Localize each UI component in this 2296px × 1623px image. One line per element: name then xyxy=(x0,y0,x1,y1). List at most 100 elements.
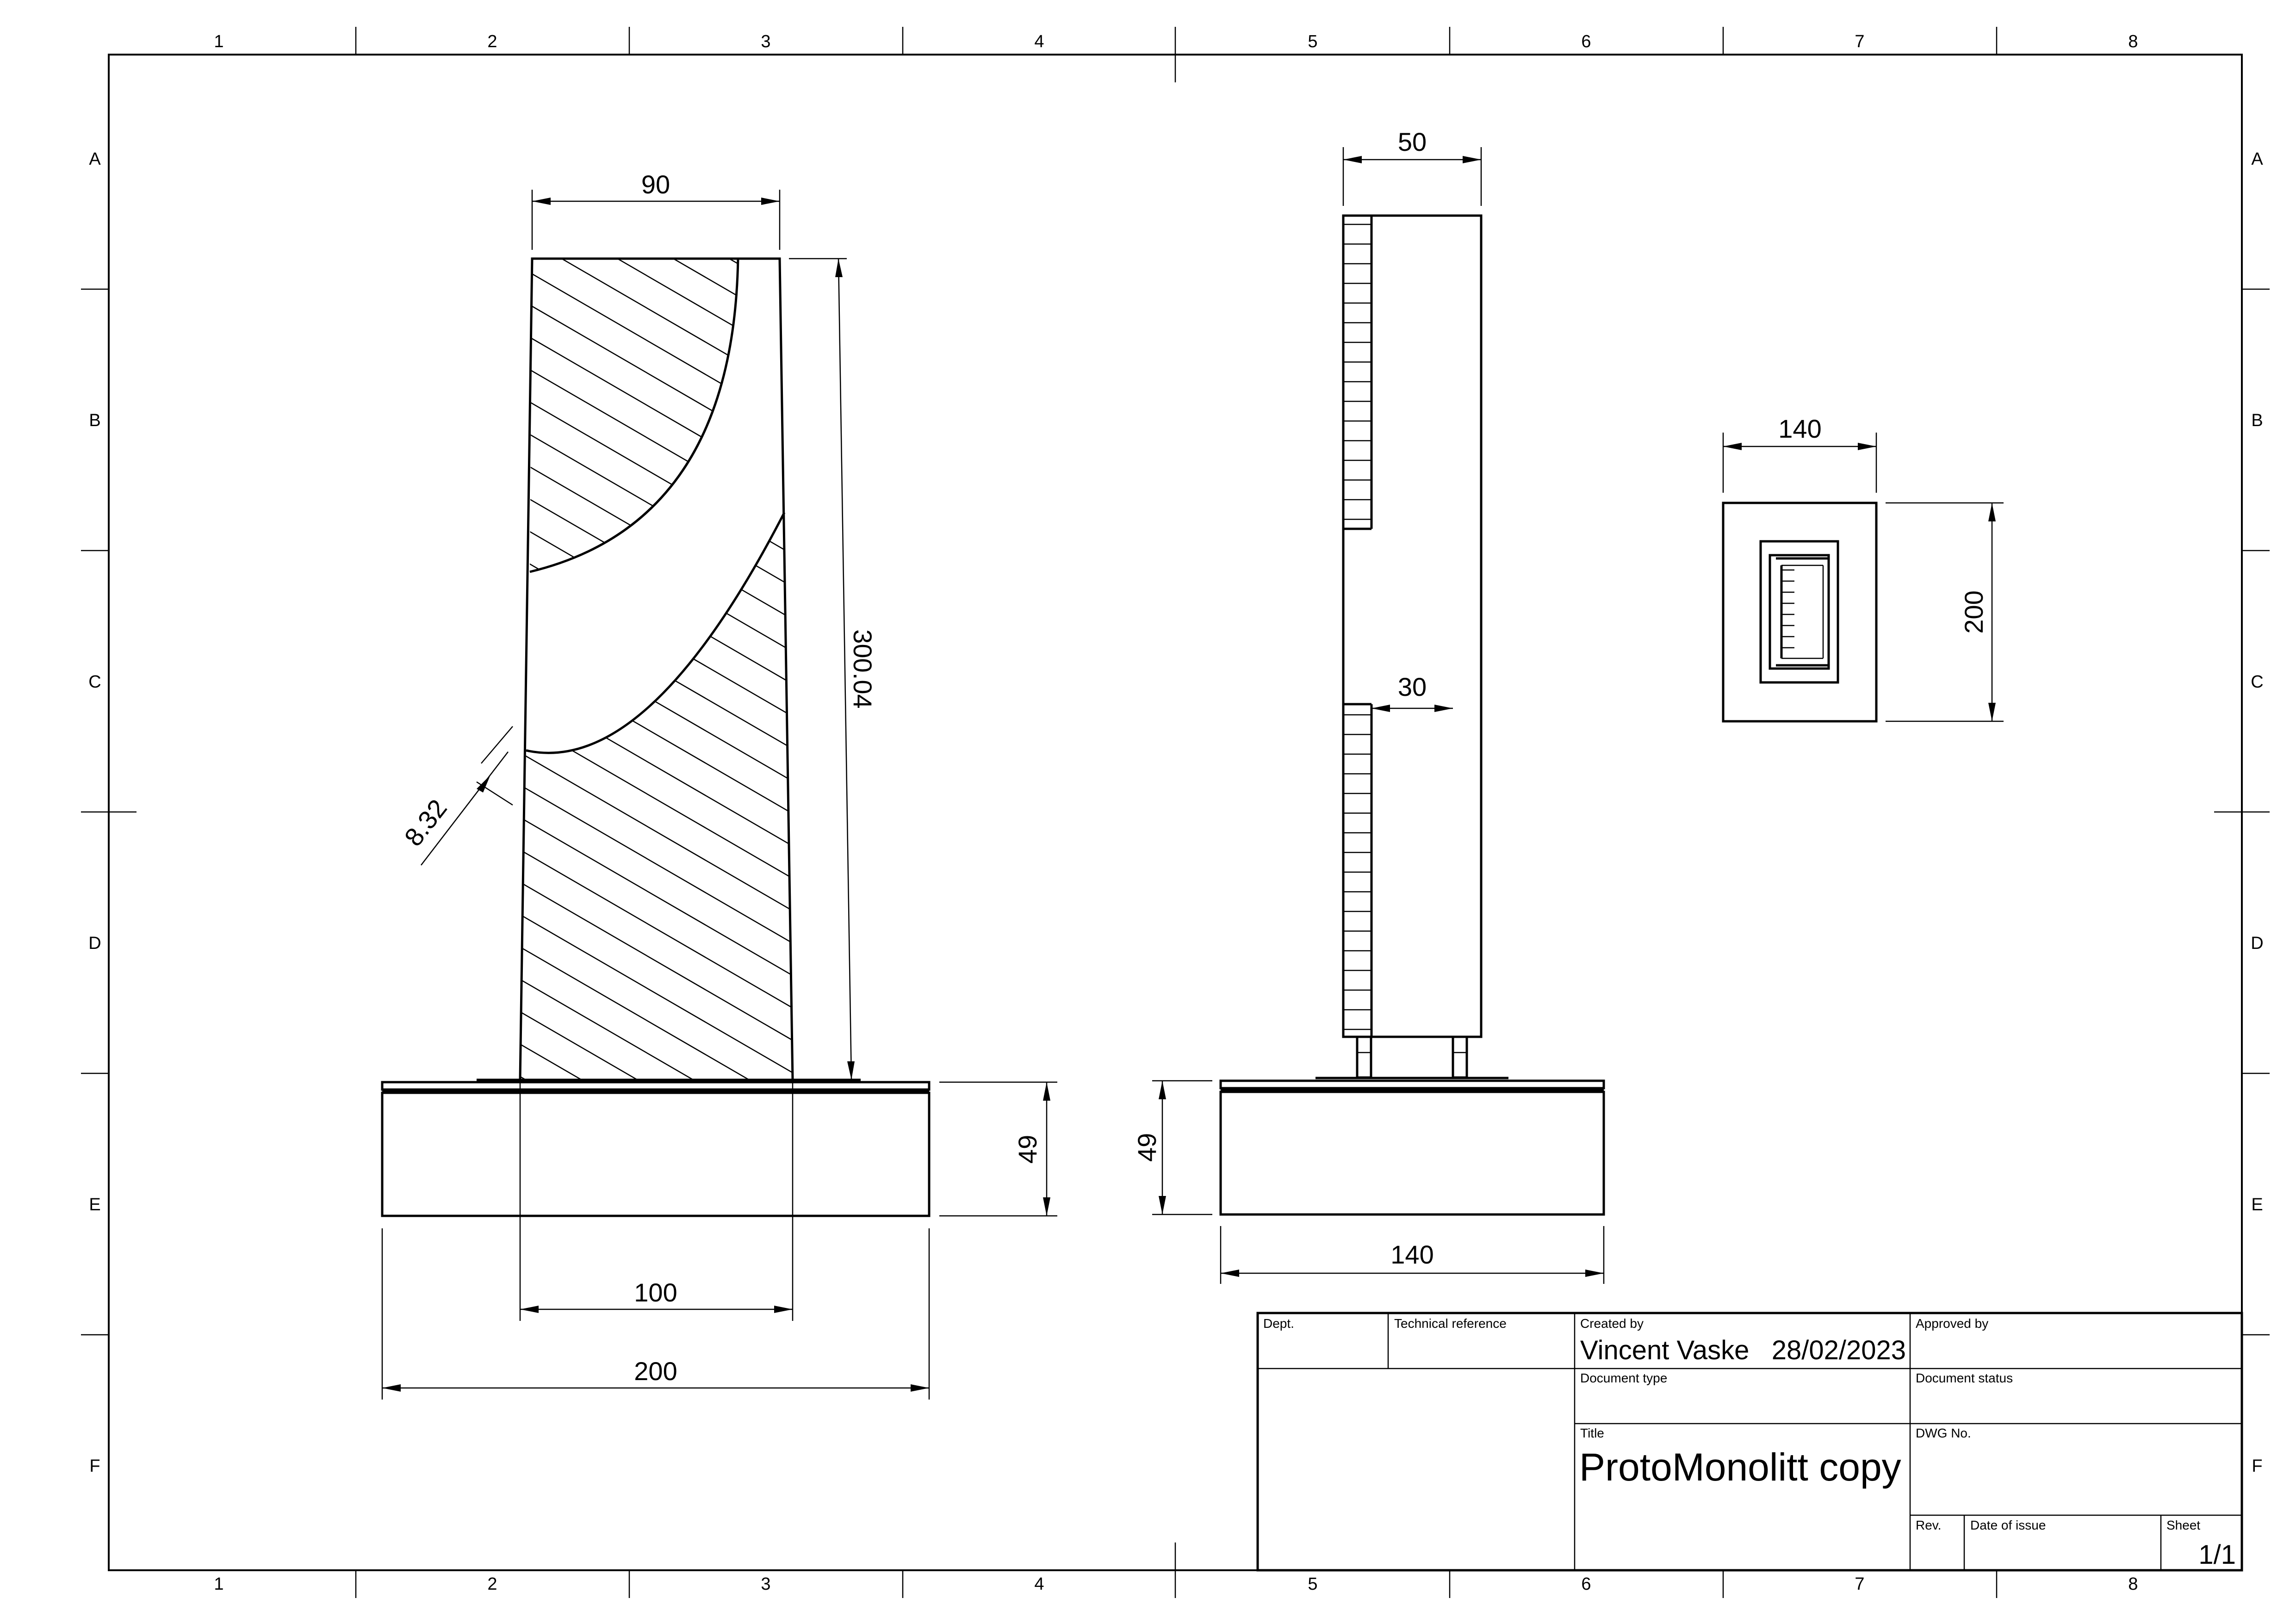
tb-dept-label: Dept. xyxy=(1263,1316,1294,1331)
hatch-line xyxy=(520,875,793,1051)
side-base-block xyxy=(1219,1090,1605,1216)
zone-col-4-bottom: 4 xyxy=(1034,1574,1044,1594)
hatch-line xyxy=(520,1004,793,1080)
top-slats xyxy=(1781,569,1794,649)
tb-date-issue-label: Date of issue xyxy=(1970,1518,2046,1532)
zone-col-8-bottom: 8 xyxy=(2128,1574,2138,1594)
hatch-line xyxy=(520,616,793,792)
hatch-line xyxy=(520,778,793,954)
monolith-outline xyxy=(519,257,794,1081)
hatch-line xyxy=(520,583,793,760)
top-outer xyxy=(1722,502,1878,723)
dim-text-30: 30 xyxy=(1398,672,1427,701)
zone-col-6: 6 xyxy=(1581,32,1591,51)
zone-col-7: 7 xyxy=(1855,32,1864,51)
hatch-line xyxy=(520,713,793,889)
side-base-plate xyxy=(1219,1079,1605,1090)
zone-row-b: B xyxy=(89,411,100,430)
side-body xyxy=(1342,214,1483,1038)
zone-col-3: 3 xyxy=(761,32,770,51)
zone-row-f-right: F xyxy=(2252,1456,2262,1476)
top-inner xyxy=(1769,554,1830,670)
zone-row-c: C xyxy=(88,672,101,692)
dim-text-49-front: 49 xyxy=(1013,1135,1042,1164)
hatch-line xyxy=(520,551,793,727)
hatch-line xyxy=(509,66,810,241)
hatch-line xyxy=(530,292,738,468)
zone-col-2: 2 xyxy=(487,32,497,51)
zone-labels-bottom: 1 2 3 4 5 6 7 8 xyxy=(214,1574,2138,1594)
hatch-line xyxy=(520,1037,793,1080)
hatch-line xyxy=(520,810,793,986)
hatch-line xyxy=(520,648,793,824)
hatch-bottom-region xyxy=(509,513,810,1277)
dim-text-200-front: 200 xyxy=(634,1357,677,1386)
zone-ticks-top xyxy=(355,27,1998,82)
zone-col-5-bottom: 5 xyxy=(1308,1574,1317,1594)
zone-row-a: A xyxy=(89,149,101,169)
zone-col-2-bottom: 2 xyxy=(487,1574,497,1594)
top-view: 140 200 xyxy=(1722,414,2004,723)
zone-row-e-right: E xyxy=(2251,1195,2263,1214)
dim-front-top-width: 90 xyxy=(531,170,781,250)
hatch-line xyxy=(520,681,793,857)
upper-cut-curve xyxy=(529,258,739,573)
tb-doc-status-label: Document status xyxy=(1916,1371,2013,1385)
tb-title-value: ProtoMonolitt copy xyxy=(1579,1445,1901,1489)
side-foot-left xyxy=(1356,1035,1372,1079)
tb-dwg-no-label: DWG No. xyxy=(1916,1426,1971,1440)
front-section-view: 90 300.04 8.32 49 xyxy=(381,66,1057,1400)
zone-ticks-left xyxy=(81,288,137,1336)
hatch-line xyxy=(530,389,738,565)
dim-side-base-height: 49 xyxy=(1132,1080,1212,1215)
tb-doc-type-label: Document type xyxy=(1580,1371,1667,1385)
dim-side-recess: 30 xyxy=(1371,672,1453,712)
hatch-line xyxy=(530,486,738,572)
zone-col-1-bottom: 1 xyxy=(214,1574,223,1594)
hatch-line xyxy=(509,1103,810,1277)
dim-front-height: 300.04 xyxy=(789,258,877,1081)
tb-sheet-label: Sheet xyxy=(2166,1518,2200,1532)
title-block: Dept. Technical reference Created by Vin… xyxy=(1256,1312,2243,1572)
zone-row-d-right: D xyxy=(2251,934,2263,953)
zone-col-1: 1 xyxy=(214,32,223,51)
side-slats xyxy=(1343,223,1371,1030)
zone-row-d: D xyxy=(88,934,101,953)
hatch-line xyxy=(530,260,738,436)
hatch-line xyxy=(530,259,738,403)
hatch-line xyxy=(530,259,738,306)
side-foot-right xyxy=(1452,1035,1468,1079)
zone-ticks-bottom xyxy=(355,1542,1998,1598)
zone-row-b-right: B xyxy=(2251,411,2263,430)
tb-tech-ref-label: Technical reference xyxy=(1394,1316,1507,1331)
hatch-line xyxy=(520,1069,793,1080)
top-middle xyxy=(1759,540,1839,684)
dim-text-300: 300.04 xyxy=(848,629,877,708)
hatch-line xyxy=(520,513,793,598)
hatch-line xyxy=(530,519,738,572)
zone-labels-top: 1 2 3 4 5 6 7 8 xyxy=(214,32,2138,51)
zone-row-e: E xyxy=(89,1195,100,1214)
zone-labels-left: A B C D E F xyxy=(88,149,101,1476)
dim-side-base-width: 140 xyxy=(1220,1226,1605,1284)
zone-col-6-bottom: 6 xyxy=(1581,1574,1591,1594)
tb-approved-by-label: Approved by xyxy=(1916,1316,1988,1331)
hatch-line xyxy=(520,842,793,1019)
hatch-line xyxy=(530,357,738,533)
dim-text-49-side: 49 xyxy=(1132,1133,1161,1162)
dim-text-200-top: 200 xyxy=(1959,590,1988,633)
hatch-line xyxy=(520,940,793,1080)
hatch-line xyxy=(520,745,793,922)
front-base-block xyxy=(381,1091,931,1217)
zone-row-f: F xyxy=(89,1456,100,1476)
dim-front-bottom-width: 100 xyxy=(519,1083,794,1321)
dim-front-wall: 8.32 xyxy=(398,726,513,866)
zone-col-7-bottom: 7 xyxy=(1855,1574,1864,1594)
tb-title-label: Title xyxy=(1580,1426,1604,1440)
zone-col-8: 8 xyxy=(2128,32,2138,51)
zone-ticks-right xyxy=(2214,288,2270,1336)
dim-top-width: 140 xyxy=(1722,414,1877,493)
hatch-line xyxy=(520,907,793,1080)
tb-created-by-value: Vincent Vaske 28/02/2023 xyxy=(1580,1335,1906,1365)
